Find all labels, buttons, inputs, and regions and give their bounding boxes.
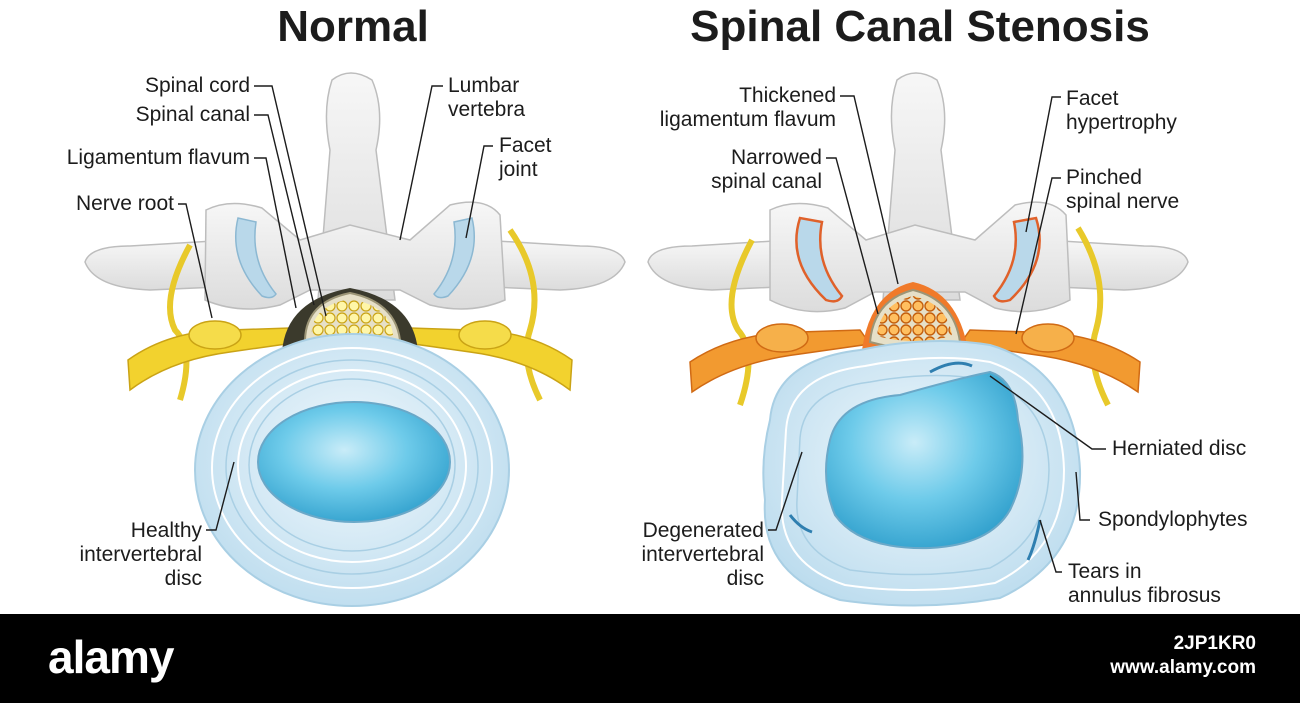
label-spinal-canal: Spinal canal <box>135 103 250 126</box>
title-normal: Normal <box>277 2 429 51</box>
title-stenosis: Spinal Canal Stenosis <box>690 2 1150 51</box>
stenosis-disc <box>762 340 1082 607</box>
label-thickened-ligamentum: Thickened ligamentum flavum <box>659 84 836 131</box>
normal-disc <box>194 333 510 607</box>
label-spinal-cord: Spinal cord <box>144 74 250 97</box>
label-spondylophytes: Spondylophytes <box>1098 508 1248 531</box>
label-facet-joint: Facet joint <box>499 134 552 181</box>
label-herniated-disc: Herniated disc <box>1112 437 1247 460</box>
leader-lines <box>178 85 1106 573</box>
stenosis-vertebra <box>647 72 1189 313</box>
image-id: 2JP1KR0 <box>1173 633 1256 654</box>
label-tears: Tears in annulus fibrosus <box>1068 560 1221 607</box>
label-nerve-root: Nerve root <box>75 192 174 215</box>
normal-nerve-roots <box>127 228 573 402</box>
stenosis-nerve-roots <box>689 226 1141 407</box>
label-narrowed-canal: Narrowed spinal canal <box>711 146 822 193</box>
brand-logo: alamy <box>48 631 174 683</box>
label-degenerated-disc: Degenerated intervertebral disc <box>641 519 764 590</box>
footer-bar <box>0 614 1300 703</box>
diagram-art <box>84 72 1189 607</box>
site-url: www.alamy.com <box>1110 657 1256 678</box>
label-ligamentum-flavum: Ligamentum flavum <box>66 146 250 169</box>
label-facet-hypertrophy: Facet hypertrophy <box>1066 87 1177 134</box>
stenosis-spinal-canal <box>862 282 968 356</box>
label-healthy-disc: Healthy intervertebral disc <box>79 519 202 590</box>
label-pinched-nerve: Pinched spinal nerve <box>1066 166 1180 213</box>
label-lumbar-vertebra: Lumbar vertebra <box>448 74 526 121</box>
